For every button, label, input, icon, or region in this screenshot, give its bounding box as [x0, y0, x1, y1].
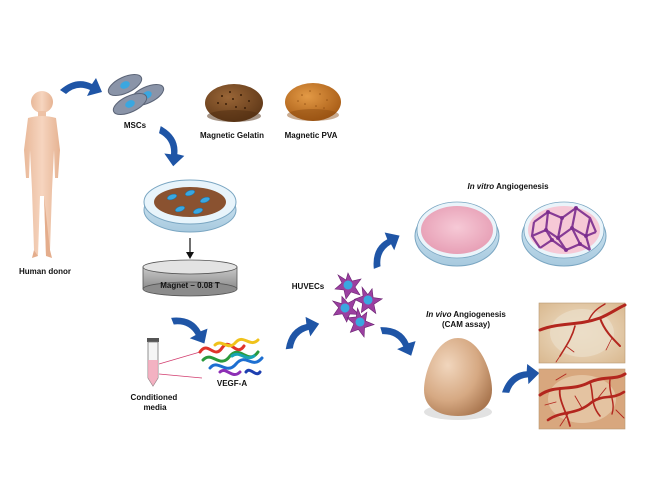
petri-dish-culture-icon [143, 179, 237, 233]
magnetic-gelatin-scaffold-icon [205, 84, 263, 122]
arrow-magnet-to-media [171, 317, 208, 344]
label-magnet: Magnet – 0.08 T [160, 281, 220, 290]
label-huvecs: HUVECs [292, 282, 325, 291]
arrow-mscs-to-dish [159, 126, 185, 167]
label-in-vitro-rest: Angiogenesis [494, 182, 549, 191]
label-conditioned-media: Conditioned media [131, 393, 180, 412]
vegf-a-protein-icon [198, 337, 264, 377]
label-in-vivo-angiogenesis: In vivo Angiogenesis [426, 310, 506, 319]
arrow-huvecs-to-in-vivo [380, 327, 416, 356]
label-mscs: MSCs [124, 121, 147, 130]
label-human-donor: Human donor [19, 267, 71, 276]
label-magnetic-gelatin: Magnetic Gelatin [200, 131, 264, 140]
arrow-egg-to-cam-images [502, 364, 540, 393]
conditioned-media-tube-icon [147, 338, 159, 387]
cam-image-treated [538, 368, 627, 430]
chicken-egg-icon [424, 338, 492, 420]
control-culture-dish-icon [414, 201, 500, 267]
label-cam-assay: (CAM assay) [442, 320, 490, 329]
callout-lines [158, 351, 203, 379]
label-conditioned-line2: media [143, 403, 167, 412]
arrow-dish-to-magnet [186, 238, 194, 259]
label-in-vitro-italic: In vitro [467, 182, 494, 191]
label-vegf-a: VEGF-A [217, 379, 247, 388]
arrow-donor-to-mscs [60, 78, 102, 96]
arrow-huvecs-to-in-vitro [373, 232, 400, 269]
msc-cells-icon [107, 73, 165, 116]
huvec-cells-icon [331, 272, 384, 338]
label-in-vitro-angiogenesis: In vitro Angiogenesis [467, 182, 549, 191]
human-donor-figure [24, 91, 60, 258]
label-in-vivo-italic: In vivo [426, 310, 451, 319]
magnetic-pva-scaffold-icon [285, 83, 341, 121]
magnet-icon [142, 259, 238, 297]
label-conditioned-line1: Conditioned [131, 393, 178, 402]
label-in-vivo-rest: Angiogenesis [451, 310, 506, 319]
arrow-media-to-huvecs [285, 316, 320, 350]
cam-image-control [538, 302, 627, 364]
tube-formation-dish-icon [521, 201, 607, 267]
label-magnetic-pva: Magnetic PVA [285, 131, 338, 140]
